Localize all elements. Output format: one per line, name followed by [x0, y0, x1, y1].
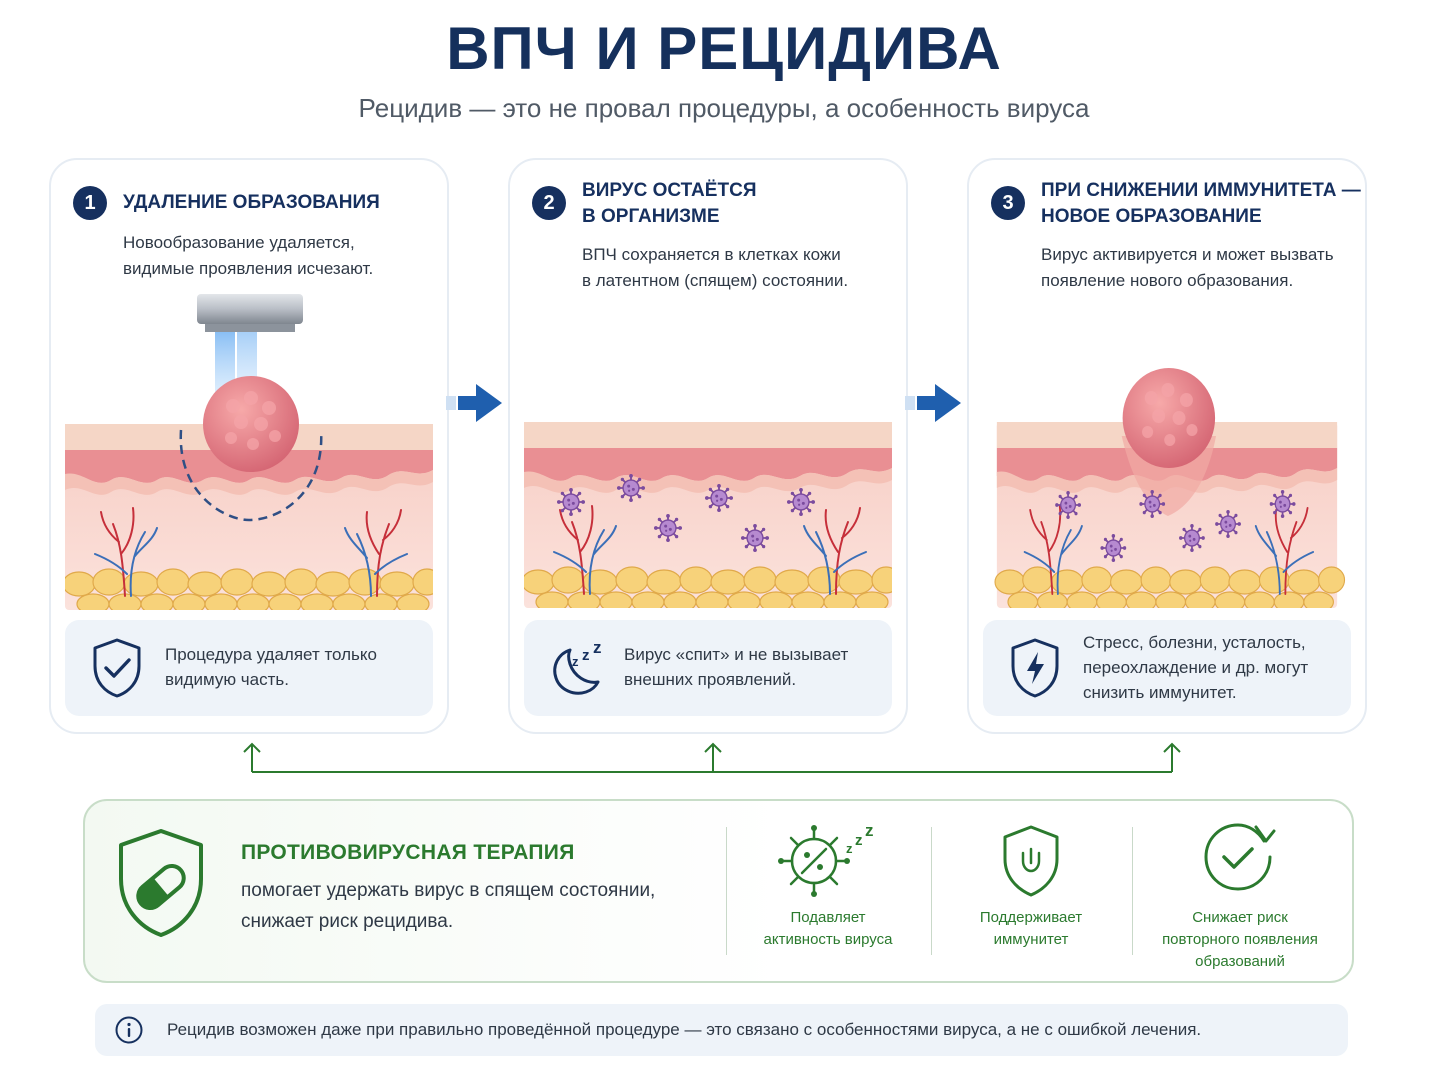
page-subtitle: Рецидив — это не провал процедуры, а осо…: [358, 93, 1090, 123]
svg-text:z: z: [582, 647, 590, 664]
shield-check-icon: [93, 638, 141, 698]
step-title: ПРИ СНИЖЕНИИ ИММУНИТЕТА — НОВОЕ ОБРАЗОВА…: [1041, 180, 1361, 227]
step-number-badge: 2: [532, 186, 566, 220]
antiviral-therapy-panel: ПРОТИВОВИРУСНАЯ ТЕРАПИЯ помогает удержат…: [83, 799, 1354, 983]
check-cycle-icon: [1204, 823, 1276, 891]
shield-pill-icon: [119, 829, 203, 937]
step-note-text: Вирус «спит» и не вызывает внешних прояв…: [624, 645, 849, 689]
svg-text:z: z: [846, 841, 853, 856]
shield-immunity-icon: [1003, 825, 1059, 897]
svg-text:z: z: [593, 638, 602, 657]
step-card-removal: 1 УДАЛЕНИЕ ОБРАЗОВАНИЯ Новообразование у…: [49, 158, 449, 734]
divider: [1132, 827, 1133, 955]
step-title: ВИРУС ОСТАЁТСЯ В ОРГАНИЗМЕ: [582, 180, 757, 227]
step-note-text: Процедура удаляет только видимую часть.: [165, 645, 377, 689]
step-note-text: Стресс, болезни, усталость, переохлажден…: [1083, 633, 1309, 702]
svg-text:z: z: [572, 654, 579, 669]
wart-removal-illustration: [65, 294, 433, 610]
step-description: Вирус активируется и может вызвать появл…: [1041, 245, 1334, 290]
divider: [726, 827, 727, 955]
step-description: Новообразование удаляется, видимые прояв…: [123, 233, 374, 278]
step-note: Процедура удаляет только видимую часть.: [65, 620, 433, 716]
therapy-title: ПРОТИВОВИРУСНАЯ ТЕРАПИЯ: [241, 841, 575, 864]
step-note: z z z Вирус «спит» и не вызывает внешних…: [524, 620, 892, 716]
info-icon: [115, 1016, 143, 1044]
info-text: Рецидив возможен даже при правильно пров…: [167, 1020, 1202, 1039]
moon-sleep-icon: z z z: [553, 638, 602, 695]
step-description: ВПЧ сохраняется в клетках кожи в латентн…: [582, 245, 849, 290]
step-title: УДАЛЕНИЕ ОБРАЗОВАНИЯ: [123, 192, 380, 213]
svg-text:z: z: [865, 821, 874, 840]
arrow-right-icon: [446, 384, 502, 422]
step-note: Стресс, болезни, усталость, переохлажден…: [983, 620, 1351, 716]
divider: [931, 827, 932, 955]
svg-text:z: z: [855, 832, 863, 849]
feature-reduce-recurrence: Снижает риск повторного появления образо…: [1140, 819, 1340, 973]
recurrence-illustration: [993, 368, 1346, 608]
step-number-badge: 3: [991, 186, 1025, 220]
therapy-description: помогает удержать вирус в спящем состоян…: [241, 880, 656, 932]
feature-suppress-virus: z z z Подавляет активность вируса: [728, 819, 928, 951]
feature-support-immunity: Поддерживает иммунитет: [931, 819, 1131, 951]
page-title: ВПЧ И РЕЦИДИВА: [446, 15, 1002, 82]
step-card-recurrence: 3 ПРИ СНИЖЕНИИ ИММУНИТЕТА — НОВОЕ ОБРАЗО…: [967, 158, 1367, 734]
step-card-latent-virus: 2 ВИРУС ОСТАЁТСЯ В ОРГАНИЗМЕ ВПЧ сохраня…: [508, 158, 908, 734]
step-number-badge: 1: [73, 186, 107, 220]
info-banner: Рецидив возможен даже при правильно пров…: [95, 1004, 1348, 1056]
shield-lightning-icon: [1011, 638, 1059, 698]
virus-sleep-icon: z z z: [778, 821, 874, 897]
latent-virus-illustration: [524, 422, 892, 608]
feature-label: Поддерживает иммунитет: [979, 909, 1083, 948]
feature-label: Подавляет активность вируса: [763, 909, 893, 948]
arrow-right-icon: [905, 384, 961, 422]
feature-label: Снижает риск повторного появления образо…: [1162, 909, 1318, 970]
therapy-connector-lines: [243, 742, 1181, 773]
